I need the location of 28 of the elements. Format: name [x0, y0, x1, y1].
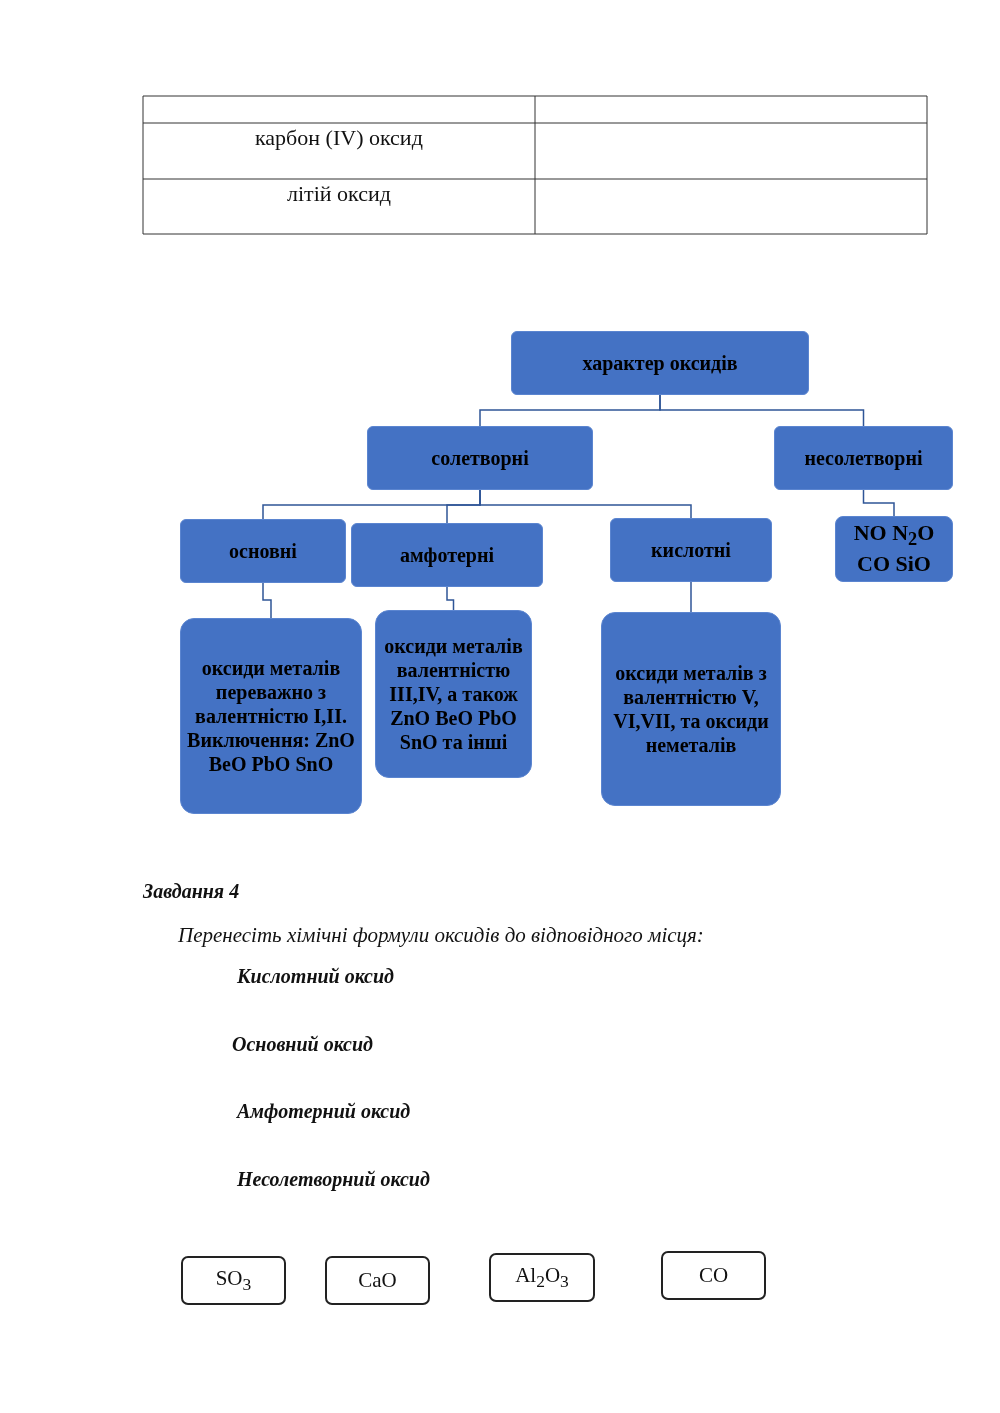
category-box: оксиди металів валентністю III,IV, а також ZnO BeO PbO SnO та інші [375, 610, 532, 778]
formula-card: CO [661, 1251, 766, 1300]
instruction-text: Перенесіть хімічні формули оксидів до відповідного місця: [178, 923, 704, 948]
category-box: оксиди металів з валентністю V, VI,VII, та оксиди неметалів [601, 612, 781, 806]
connector-line [446, 586, 455, 611]
category-box: кислотні [610, 518, 772, 582]
connector-line [659, 394, 865, 427]
formula-card: Al$_{2}$O$_{3}$ [489, 1253, 595, 1302]
connector-line [862, 489, 895, 517]
category-label: Основний оксид [232, 1033, 373, 1056]
connector-line [479, 489, 692, 519]
category-box: амфотерні [351, 523, 543, 587]
formula-card: CaO [325, 1256, 430, 1305]
table-cell-text: літій оксид [287, 181, 391, 207]
formula-card: SO$_{3}$ [181, 1256, 286, 1305]
category-label: Амфотерний оксид [237, 1100, 411, 1123]
category-box: характер оксидів [511, 331, 809, 395]
category-label: Несолетворний оксид [237, 1168, 430, 1191]
category-box: основні [180, 519, 346, 583]
task-heading: Завдання 4 [143, 880, 240, 903]
connector-line [262, 582, 272, 619]
category-label: Кислотний оксид [237, 965, 395, 988]
category-box: NO N$_{2}$O CO SiO [835, 516, 953, 582]
connector-line [690, 581, 692, 613]
category-box: несолетворні [774, 426, 953, 490]
table-cell-text: карбон (IV) оксид [255, 125, 423, 151]
category-box: солетворні [367, 426, 593, 490]
category-box: оксиди металів переважно з валентністю I,II. Виключення: ZnO BeO PbO SnO [180, 618, 362, 814]
